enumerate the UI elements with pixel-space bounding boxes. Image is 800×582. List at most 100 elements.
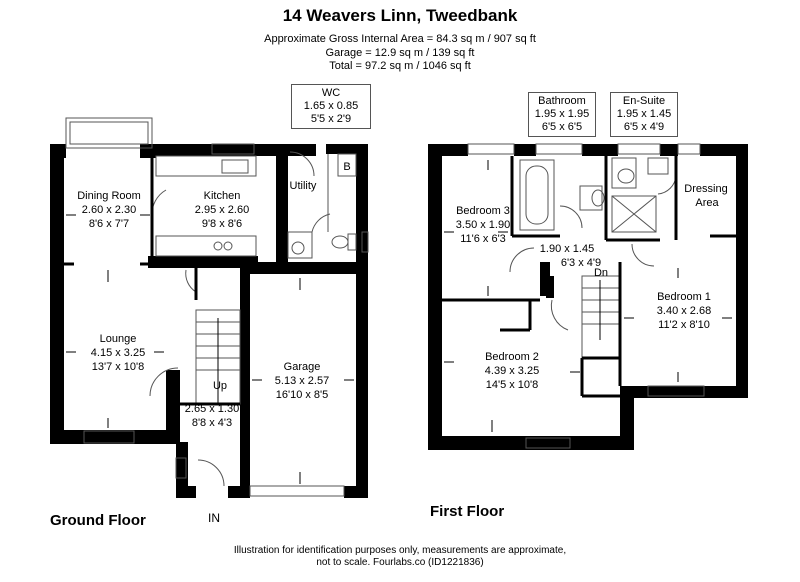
ff-ensuite-basin <box>647 157 669 175</box>
kitchen-imperial: 9'8 x 8'6 <box>202 218 242 230</box>
dining-room-name: Dining Room <box>77 190 141 202</box>
ff-bed1-south-step <box>620 386 634 450</box>
bedroom2-imperial: 14'5 x 10'8 <box>486 379 539 391</box>
gf-kitchen-sink <box>221 159 249 174</box>
gf-west-wall <box>50 144 64 444</box>
area-total: Total = 97.2 sq m / 1046 sq ft <box>329 60 471 72</box>
ff-stairs-down: Dn <box>594 267 608 279</box>
utility-name: Utility <box>290 180 317 192</box>
gf-porch-south-wall-b <box>228 486 242 498</box>
gf-wc-north-a <box>286 144 316 156</box>
ff-bath-tub <box>519 159 555 231</box>
entrance-label: IN <box>208 511 220 525</box>
ff-bath-tub-inner <box>525 165 549 225</box>
first-floor-walls <box>428 144 748 450</box>
gf-dining-bay-inner <box>69 121 149 145</box>
gf-hob-ring-1 <box>213 241 223 251</box>
gf-wc-toilet <box>331 235 349 249</box>
gf-kitchen-east-wall <box>276 144 288 264</box>
bathroom-callout: Bathroom 1.95 x 1.95 6'5 x 6'5 <box>528 92 596 137</box>
dining-room-metric: 2.60 x 2.30 <box>82 204 136 216</box>
area-gross: Approximate Gross Internal Area = 84.3 s… <box>264 33 536 45</box>
ground-floor-details <box>64 117 369 497</box>
gf-porch-south-wall-a <box>176 486 196 498</box>
bedroom1-metric: 3.40 x 2.68 <box>657 305 711 317</box>
wc-callout: WC 1.65 x 0.85 5'5 x 2'9 <box>291 84 371 129</box>
first-floor-label: First Floor <box>430 503 505 520</box>
first-floor-arrows <box>444 160 732 432</box>
bathroom-metric: 1.95 x 1.95 <box>534 108 590 120</box>
gf-kitchen-window <box>211 143 255 155</box>
garage-metric: 5.13 x 2.57 <box>275 375 329 387</box>
disclaimer-line-1: Illustration for identification purposes… <box>233 545 567 556</box>
gf-garage-door <box>249 485 345 497</box>
gf-wc-north-b <box>326 144 368 154</box>
ff-north-b <box>514 144 536 156</box>
ff-ensuite-window <box>617 143 661 155</box>
ff-south-wall <box>428 436 634 450</box>
gf-hob-ring-2 <box>223 241 233 251</box>
first-floor-details <box>442 143 736 449</box>
gf-garage-east-wall <box>356 262 368 498</box>
wc-name: WC <box>321 87 341 99</box>
ff-bed3-door-swing <box>509 247 535 273</box>
gf-utility-unit <box>287 231 313 259</box>
wc-metric: 1.65 x 0.85 <box>303 100 359 112</box>
ff-bed1-south-a <box>620 386 748 398</box>
ff-landing-post <box>540 262 550 296</box>
gf-kitchen-worktop-top <box>155 155 257 177</box>
garage-name: Garage <box>284 361 321 373</box>
room-labels: Dining Room 2.60 x 2.30 8'6 x 7'7 Kitche… <box>77 161 728 525</box>
hall-imperial: 8'8 x 4'3 <box>192 417 232 429</box>
gf-wc-window <box>361 231 369 253</box>
plan-title: 14 Weavers Linn, Tweedbank <box>282 6 518 25</box>
ff-bed1-window <box>647 385 705 397</box>
ff-bed2-door-swing <box>550 299 569 331</box>
garage-imperial: 16'10 x 8'5 <box>276 389 329 401</box>
ff-bed2-window <box>525 437 571 449</box>
dressing-name-1: Dressing <box>684 183 727 195</box>
ff-north-c <box>582 144 618 156</box>
bedroom3-metric: 3.50 x 1.90 <box>456 219 510 231</box>
gf-dining-bay <box>65 117 153 149</box>
gf-back-door-swing <box>289 151 315 177</box>
gf-lounge-step-wall <box>166 370 180 444</box>
gf-lounge-window <box>83 430 135 444</box>
ensuite-callout: En-Suite 1.95 x 1.45 6'5 x 4'9 <box>610 92 678 137</box>
bathroom-imperial: 6'5 x 6'5 <box>541 121 583 133</box>
gf-wc-door-swing <box>311 213 331 233</box>
dining-room-imperial: 8'6 x 7'7 <box>89 218 129 230</box>
gf-porch-west-wall <box>176 442 188 498</box>
ff-west-wall <box>428 144 442 450</box>
gf-boiler-cupboard <box>337 153 357 177</box>
gf-porch-window <box>175 457 187 479</box>
ff-bed3-window <box>467 143 515 155</box>
gf-lounge-south-wall <box>50 430 180 444</box>
bedroom1-imperial: 11'2 x 8'10 <box>658 319 710 331</box>
disclaimer-line-2: not to scale. Fourlabs.co (ID1221836) <box>316 557 484 568</box>
ff-dressing-window <box>677 143 701 155</box>
ensuite-imperial: 6'5 x 4'9 <box>623 121 665 133</box>
gf-utility-washer <box>291 241 305 255</box>
gf-hall-door-swing <box>149 367 179 397</box>
gf-garage-west-wall <box>240 262 250 498</box>
gf-stairs-up: Up <box>213 380 227 392</box>
ensuite-metric: 1.95 x 1.45 <box>616 108 672 120</box>
ff-bath-basin <box>579 185 603 211</box>
lounge-metric: 4.15 x 3.25 <box>91 347 145 359</box>
ground-floor-label: Ground Floor <box>50 512 146 529</box>
gf-kitchen-worktop-bottom <box>155 235 257 257</box>
disclaimer: Illustration for identification purposes… <box>0 545 800 569</box>
ff-ensuite-shower <box>611 195 657 233</box>
ff-bed1-door-swing <box>631 243 655 267</box>
gf-garage-north-wall <box>246 262 368 274</box>
wc-imperial: 5'5 x 2'9 <box>310 113 352 125</box>
ff-shower-diag <box>611 195 657 233</box>
lounge-imperial: 13'7 x 10'8 <box>92 361 145 373</box>
ff-north-d <box>660 144 678 156</box>
bedroom2-metric: 4.39 x 3.25 <box>485 365 539 377</box>
landing-imperial: 6'3 x 4'9 <box>561 257 601 269</box>
ff-bath-window <box>535 143 583 155</box>
area-summary: Approximate Gross Internal Area = 84.3 s… <box>0 33 800 74</box>
